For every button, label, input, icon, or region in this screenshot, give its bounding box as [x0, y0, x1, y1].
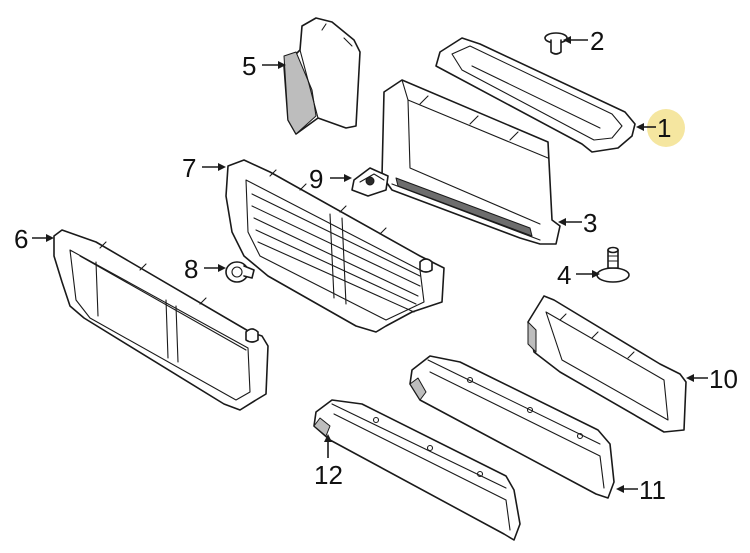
part-8-retainer[interactable]: [225, 261, 255, 283]
part-10-side-rail[interactable]: [527, 295, 687, 433]
callout-1[interactable]: 1: [636, 113, 671, 143]
callout-2-label: 2: [590, 26, 604, 56]
callout-8-label: 8: [184, 254, 198, 284]
callout-1-label: 1: [657, 113, 671, 143]
callout-12[interactable]: 12: [314, 434, 343, 490]
part-11-lower-beam[interactable]: [409, 355, 615, 499]
callout-7[interactable]: 7: [182, 153, 226, 183]
part-12-front-beam[interactable]: [313, 399, 521, 541]
callout-4[interactable]: 4: [557, 260, 600, 290]
part-5-air-duct[interactable]: [283, 17, 361, 135]
part-9-clip-nut[interactable]: [351, 167, 389, 197]
callout-5[interactable]: 5: [242, 51, 286, 81]
callout-9[interactable]: 9: [309, 164, 352, 194]
callout-6-label: 6: [14, 224, 28, 254]
callout-9-label: 9: [309, 164, 323, 194]
callout-10[interactable]: 10: [686, 364, 738, 394]
callout-1-highlight: [647, 109, 685, 147]
callout-8[interactable]: 8: [184, 254, 226, 284]
callout-2[interactable]: 2: [563, 26, 604, 56]
callout-10-label: 10: [709, 364, 738, 394]
callout-11[interactable]: 11: [616, 475, 666, 505]
callout-7-label: 7: [182, 153, 196, 183]
callout-5-label: 5: [242, 51, 256, 81]
part-2-push-pin[interactable]: [544, 32, 568, 55]
part-6-lower-grille-bracket[interactable]: [53, 229, 269, 411]
callout-3-label: 3: [583, 208, 597, 238]
callout-6[interactable]: 6: [14, 224, 54, 254]
part-1-upper-deflector[interactable]: [435, 37, 636, 153]
callout-12-label: 12: [314, 460, 343, 490]
callout-3[interactable]: 3: [558, 208, 597, 238]
part-3-shutter-housing[interactable]: [381, 79, 561, 245]
part-4-bolt[interactable]: [596, 246, 630, 283]
callout-11-label: 11: [639, 475, 666, 505]
part-7-upper-grille[interactable]: [225, 159, 445, 333]
callout-4-label: 4: [557, 260, 571, 290]
